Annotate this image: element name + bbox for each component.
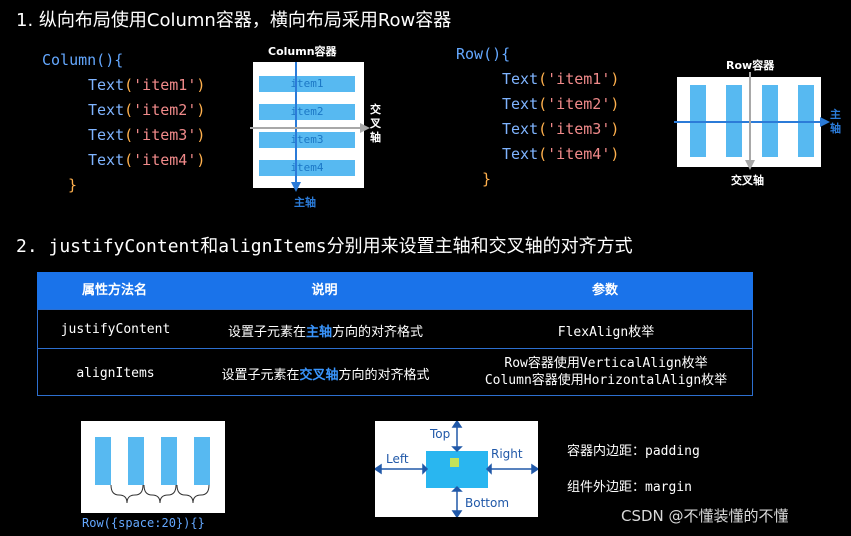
watermark: CSDN @不懂装懂的不懂 (621, 507, 789, 525)
column-code-block: Column(){ Text('item1') Text('item2') Te… (42, 48, 205, 198)
row-axes-arrows (674, 72, 830, 170)
row-parameter-cell: FlexAlign枚举 (557, 325, 655, 340)
row-code-open: Row(){ (456, 45, 511, 63)
row-code-line-2: Text('item2') (502, 95, 620, 113)
column-cross-axis-label: 交叉轴 (370, 103, 381, 144)
table-row-divider (38, 348, 752, 349)
space-caption: Row({space:20}){} (82, 516, 205, 530)
content-box (426, 451, 488, 488)
space-item-1 (95, 437, 111, 485)
section-1-heading: 1. 纵向布局使用Column容器，横向布局采用Row容器 (16, 10, 452, 31)
row-cross-axis-label: 交叉轴 (731, 174, 764, 187)
row-description-cell: 设置子元素在交叉轴方向的对齐格式 (221, 368, 430, 383)
column-code-line-3: Text('item3') (88, 126, 206, 144)
row-name-cell: alignItems (76, 366, 155, 381)
padding-note: 容器内边距：padding (567, 444, 700, 459)
space-diagram (81, 421, 225, 513)
row-name-cell: justifyContent (60, 322, 171, 337)
row-parameter-cell: Row容器使用VerticalAlign枚举 Column容器使用Horizon… (484, 356, 728, 388)
header-property-name: 属性方法名 (81, 283, 147, 298)
padding-top-label: Top (430, 427, 451, 441)
space-item-3 (161, 437, 177, 485)
column-container-title: Column容器 (268, 45, 337, 58)
column-main-axis-label: 主轴 (294, 196, 316, 209)
row-container-title: Row容器 (726, 59, 775, 72)
row-code-line-4: Text('item4') (502, 145, 620, 163)
table-header: 属性方法名 说明 参数 (37, 272, 753, 309)
header-description: 说明 (311, 283, 338, 298)
space-item-4 (194, 437, 210, 485)
row-code-block: Row(){ Text('item1') Text('item2') Text(… (456, 42, 619, 192)
property-table: 属性方法名 说明 参数 justifyContent 设置子元素在主轴方向的对齐… (37, 272, 753, 396)
column-code-open: Column(){ (42, 51, 124, 69)
margin-note: 组件外边距：margin (567, 480, 692, 495)
space-item-2 (128, 437, 144, 485)
column-item-4: item4 (259, 160, 355, 176)
cursor-icon (450, 458, 459, 467)
padding-right-label: Right (491, 447, 523, 461)
section-2-heading: 2. justifyContent和alignItems分别用来设置主轴和交叉轴… (16, 236, 633, 257)
row-code-close: } (482, 170, 492, 188)
column-item-1: item1 (259, 76, 355, 92)
row-main-axis-label: 主轴 (830, 108, 841, 135)
padding-left-label: Left (386, 452, 409, 466)
table-body: justifyContent 设置子元素在主轴方向的对齐格式 FlexAlign… (37, 309, 753, 396)
padding-bottom-label: Bottom (465, 496, 510, 510)
row-description-cell: 设置子元素在主轴方向的对齐格式 (227, 325, 424, 340)
column-code-line-4: Text('item4') (88, 151, 206, 169)
column-code-line-1: Text('item1') (88, 76, 206, 94)
padding-diagram: Top Left Right Bottom (375, 421, 538, 517)
column-container-diagram: item1 item2 item3 item4 (253, 62, 364, 188)
space-gap-braces (110, 484, 210, 504)
column-code-line-2: Text('item2') (88, 101, 206, 119)
padding-arrows (375, 421, 538, 517)
column-item-2: item2 (259, 104, 355, 120)
row-code-line-1: Text('item1') (502, 70, 620, 88)
row-code-line-3: Text('item3') (502, 120, 620, 138)
column-axes-arrows (250, 62, 370, 192)
column-code-close: } (68, 176, 78, 194)
header-parameter: 参数 (591, 283, 618, 298)
column-item-3: item3 (259, 132, 355, 148)
